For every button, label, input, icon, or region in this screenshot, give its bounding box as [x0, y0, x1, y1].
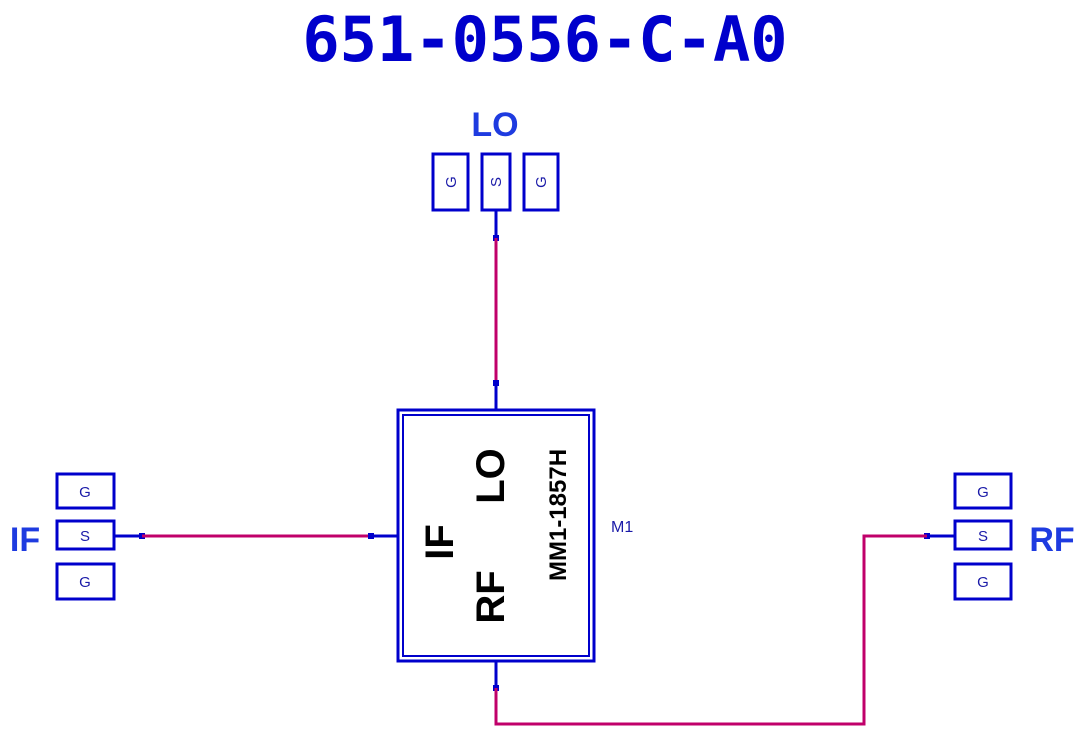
if-pad-signal-label: S	[80, 528, 90, 545]
rf-pad-ground-top[interactable]	[953, 472, 1013, 510]
rf-pad-signal-label: S	[978, 528, 988, 545]
rf-pad-ground-top-label: G	[977, 484, 989, 501]
chip-pin-lo-label: LO	[469, 448, 513, 504]
chip-part-number: MM1-1857H	[545, 449, 572, 581]
lo-pad-ground-right[interactable]	[522, 152, 560, 212]
lo-pad-ground-right-label: G	[533, 176, 550, 188]
chip-reference-designator: M1	[611, 519, 633, 536]
chip-outline	[396, 408, 596, 663]
schematic-title: 651-0556-C-A0	[302, 3, 787, 76]
mixer-chip[interactable]: LO IF RF MM1-1857H	[396, 408, 596, 663]
chip-pin-rf-label: RF	[469, 570, 513, 623]
rf-wire[interactable]	[494, 534, 927, 726]
chip-pin-if-label: IF	[418, 524, 462, 560]
lo-port-label: LO	[471, 106, 518, 144]
lo-pad-ground-left[interactable]	[431, 152, 470, 212]
if-pad-ground-top-label: G	[79, 484, 91, 501]
rf-port-label: RF	[1029, 521, 1074, 559]
rf-pad-ground-bottom-label: G	[977, 574, 989, 591]
lo-pad-group: G S G	[431, 152, 560, 212]
if-pad-ground-bottom-label: G	[79, 574, 91, 591]
lo-pad-signal-label: S	[488, 177, 505, 187]
chip-inner-outline	[402, 414, 590, 657]
rf-pad-ground-bottom[interactable]	[953, 562, 1013, 601]
if-pad-ground-bottom[interactable]	[55, 562, 116, 601]
rf-pad-group: G S G	[953, 472, 1013, 601]
if-pad-group: G S G	[55, 472, 116, 601]
if-pad-ground-top[interactable]	[55, 472, 116, 510]
if-port-label: IF	[10, 521, 40, 559]
lo-pad-ground-left-label: G	[443, 176, 460, 188]
